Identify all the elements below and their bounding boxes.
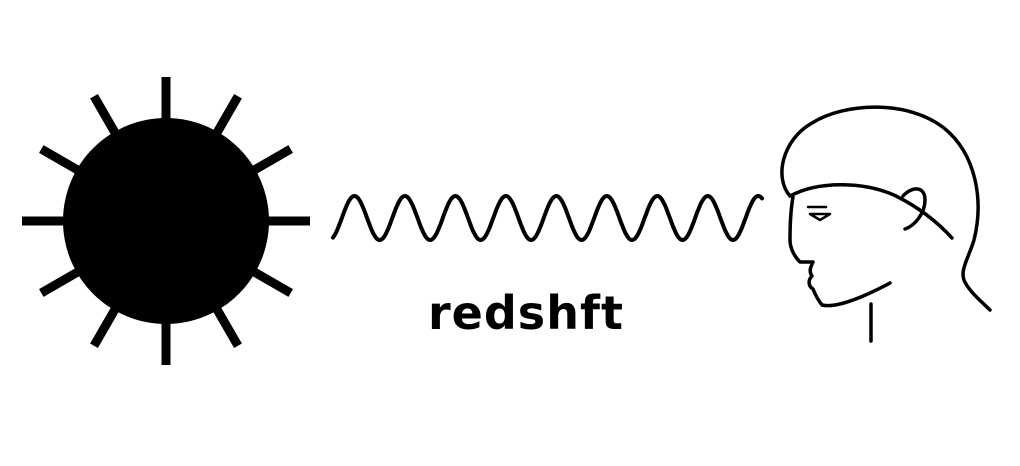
sun-ray — [90, 94, 120, 137]
sun-rays — [22, 77, 310, 365]
sun-ray — [39, 267, 82, 297]
redshift-caption: redshft — [428, 286, 624, 340]
face-profile — [788, 195, 892, 308]
light-wave-icon — [331, 193, 764, 243]
head-outline — [780, 105, 992, 312]
sun-ray — [90, 305, 120, 348]
sun-ray — [212, 94, 242, 137]
sun-icon — [22, 77, 310, 365]
sun-disc — [63, 118, 269, 324]
eye — [808, 212, 832, 222]
observer-head-icon — [780, 105, 992, 343]
sun-ray — [212, 305, 242, 348]
sun-ray — [39, 145, 82, 175]
ear — [901, 187, 927, 231]
sun-ray — [250, 267, 293, 297]
sun-ray — [250, 145, 293, 175]
hairline — [788, 183, 954, 240]
